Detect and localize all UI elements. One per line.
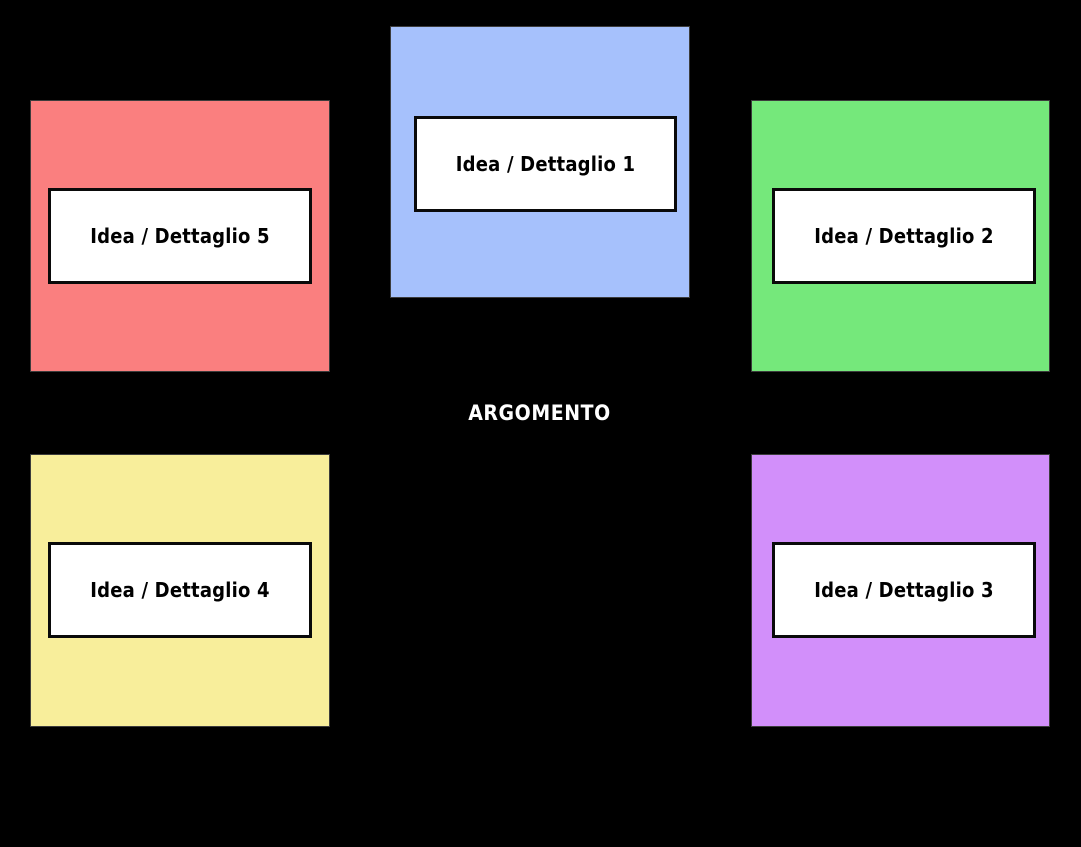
branch-leaf-label-2: Idea / Dettaglio 2 [814,224,994,248]
branch-leaf-label-5: Idea / Dettaglio 5 [90,224,270,248]
branch-leaf-4[interactable]: Idea / Dettaglio 4 [48,542,312,638]
branch-node-5[interactable]: Idea / Dettaglio 5 [30,100,330,372]
center-topic-label: ARGOMENTO [468,401,611,425]
branch-leaf-5[interactable]: Idea / Dettaglio 5 [48,188,312,284]
branch-leaf-label-3: Idea / Dettaglio 3 [814,578,994,602]
branch-node-4[interactable]: Idea / Dettaglio 4 [30,454,330,727]
branch-leaf-3[interactable]: Idea / Dettaglio 3 [772,542,1036,638]
branch-leaf-2[interactable]: Idea / Dettaglio 2 [772,188,1036,284]
branch-leaf-1[interactable]: Idea / Dettaglio 1 [414,116,677,212]
branch-node-3[interactable]: Idea / Dettaglio 3 [751,454,1050,727]
branch-node-1[interactable]: Idea / Dettaglio 1 [390,26,690,298]
branch-node-2[interactable]: Idea / Dettaglio 2 [751,100,1050,372]
branch-leaf-label-1: Idea / Dettaglio 1 [455,152,636,176]
branch-leaf-label-4: Idea / Dettaglio 4 [90,578,270,602]
